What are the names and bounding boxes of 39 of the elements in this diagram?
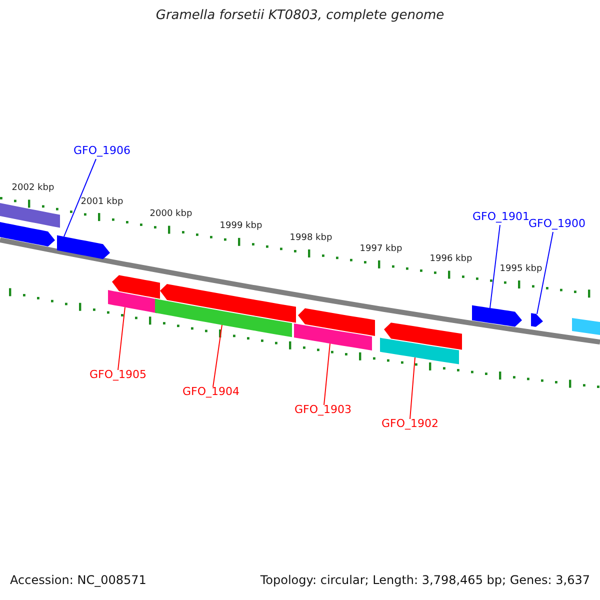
gene-bar <box>572 318 600 335</box>
leader-line <box>536 232 554 314</box>
gene-bar <box>108 290 157 314</box>
gene-label: GFO_1901 <box>472 211 530 224</box>
gene-bar <box>155 298 292 338</box>
title: Gramella forsetii KT0803, complete genome <box>156 9 444 24</box>
gene-block <box>472 305 522 327</box>
gene-bar <box>380 338 459 364</box>
gene-block <box>112 275 160 299</box>
leader-line <box>64 158 96 238</box>
gene-label: GFO_1904 <box>182 386 240 399</box>
gene-block <box>298 308 375 336</box>
scale-label: 1995 kbp <box>500 264 542 274</box>
leader-line <box>324 343 330 406</box>
scale-label: 1996 kbp <box>430 254 472 264</box>
gene-label: GFO_1903 <box>294 404 352 417</box>
gene-block <box>57 235 110 260</box>
gene-bar <box>294 324 372 350</box>
scale-label: 2002 kbp <box>12 183 54 194</box>
leader-line <box>118 306 126 370</box>
leader-line <box>490 224 500 308</box>
gene-label: GFO_1906 <box>74 145 130 158</box>
gene-bar <box>0 203 60 228</box>
scale-label: 1999 kbp <box>220 221 262 232</box>
leader-line <box>410 356 416 420</box>
gene-block <box>0 222 55 246</box>
leader-line <box>212 324 222 388</box>
gene-label: GFO_1902 <box>382 418 438 431</box>
scale-label: 2001 kbp <box>80 196 124 207</box>
gene-block <box>531 313 543 327</box>
scale-label: 1997 kbp <box>360 244 402 254</box>
scale-label: 1998 kbp <box>290 232 332 244</box>
genome-stats-note: Topology: circular; Length: 3,798,465 bp; Genes: 3,637 <box>260 574 590 588</box>
gene-label: GFO_1905 <box>90 369 146 382</box>
gene-block <box>160 284 296 323</box>
scale-label: 2000 kbp <box>150 209 192 220</box>
gene-label: GFO_1900 <box>528 218 586 231</box>
accession-note: Accession: NC_008571 <box>10 574 146 588</box>
gene-block <box>384 322 462 350</box>
